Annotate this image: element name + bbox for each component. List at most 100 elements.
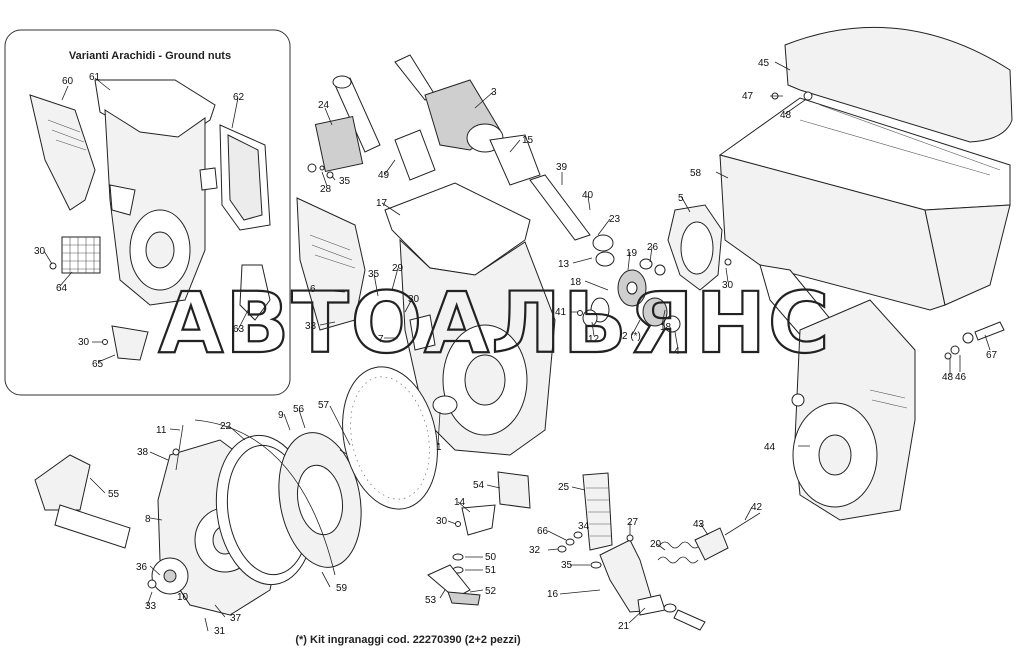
callout-45: 45 — [758, 58, 770, 69]
grid-25 — [582, 472, 613, 551]
callout-50: 50 — [485, 552, 497, 563]
callout-27: 27 — [627, 517, 639, 528]
callout-61: 61 — [89, 72, 101, 83]
callout-18: 18 — [570, 277, 582, 288]
callout-30: 30 — [78, 337, 90, 348]
knob-1 — [432, 395, 458, 415]
callout-65: 65 — [92, 359, 104, 370]
callout-37: 37 — [230, 613, 242, 624]
grid-24 — [314, 115, 364, 173]
inset-title: Varianti Arachidi - Ground nuts — [69, 50, 231, 62]
callout-67: 67 — [986, 350, 998, 361]
bracket-14 — [461, 504, 496, 536]
perforated-disc — [342, 366, 438, 510]
grid-64 — [61, 236, 101, 274]
callout-36: 36 — [136, 562, 148, 573]
callout-11: 11 — [156, 425, 167, 436]
callout-63: 63 — [233, 324, 245, 335]
plate-65 — [111, 325, 149, 361]
callout-39: 39 — [556, 162, 568, 173]
cover-5 — [667, 204, 732, 291]
callout-7: 7 — [378, 334, 384, 345]
leader-lines — [43, 61, 991, 632]
plate-55 — [34, 454, 131, 549]
callout-64: 64 — [56, 283, 68, 294]
callout-51: 51 — [485, 565, 497, 576]
scale-plate-6 — [296, 197, 366, 331]
callout-4: 4 — [674, 346, 680, 357]
arc-59 — [194, 419, 336, 576]
callout-21: 21 — [618, 621, 630, 632]
callout-12: 12 — [588, 334, 600, 345]
callout-48: 48 — [780, 110, 792, 121]
scale-plate-60 — [29, 94, 96, 211]
callout-62: 62 — [233, 92, 245, 103]
callout-48: 48 — [942, 372, 954, 383]
callout-35: 35 — [339, 176, 351, 187]
callout-44: 44 — [764, 442, 776, 453]
callout-10: 10 — [177, 592, 189, 603]
callout-30: 30 — [436, 516, 448, 527]
callout-8: 8 — [145, 514, 151, 525]
callout-30: 30 — [34, 246, 46, 257]
bracket-16 — [599, 534, 666, 616]
large-hopper — [718, 26, 1013, 376]
lever-assembly — [427, 553, 481, 606]
footnote-kit: (*) Kit ingranaggi cod. 22270390 (2+2 pe… — [295, 634, 521, 646]
callout-3: 3 — [491, 87, 497, 98]
flap-54 — [497, 471, 531, 509]
callout-56: 56 — [293, 404, 305, 415]
bolt-21 — [663, 603, 706, 631]
callout-66: 66 — [537, 526, 549, 537]
callout-20: 20 — [650, 539, 662, 550]
callout-1: 1 — [436, 442, 442, 453]
callout-25: 25 — [558, 482, 570, 493]
callout-46: 46 — [955, 372, 967, 383]
callout-23: 23 — [609, 214, 621, 225]
rod-42 — [724, 512, 761, 536]
callout-30: 30 — [408, 294, 420, 305]
callout-17: 17 — [376, 198, 388, 209]
callout-47: 47 — [742, 91, 754, 102]
spring-20 — [657, 541, 701, 564]
lid-45 — [784, 26, 1013, 143]
callout-24: 24 — [318, 100, 330, 111]
bracket-63 — [239, 264, 271, 321]
callout-32: 32 — [529, 545, 541, 556]
callout-33: 33 — [145, 601, 157, 612]
central-housing-17 — [384, 182, 556, 456]
callout-6: 6 — [310, 284, 316, 295]
callout-13: 13 — [558, 259, 570, 270]
callout-53: 53 — [425, 595, 437, 606]
callout-41: 41 — [555, 307, 567, 318]
gear-cluster — [577, 234, 681, 333]
callout-42: 42 — [751, 502, 763, 513]
callout-14: 14 — [454, 497, 466, 508]
callout-18: 18 — [660, 322, 672, 333]
callout-38: 38 — [137, 447, 149, 458]
callout-9: 9 — [278, 410, 284, 421]
screw-30 — [49, 262, 57, 270]
callout-34: 34 — [578, 521, 590, 532]
callout-19: 19 — [626, 248, 638, 259]
callout-22: 22 — [220, 421, 232, 432]
callout-40: 40 — [582, 190, 594, 201]
callout-29: 29 — [392, 263, 404, 274]
shaft-assembly — [307, 54, 591, 241]
callout-58: 58 — [690, 168, 702, 179]
callout-57: 57 — [318, 400, 330, 411]
callout-2: 2 (*) — [622, 331, 641, 342]
callout-26: 26 — [647, 242, 659, 253]
callout-15: 15 — [522, 135, 534, 146]
callout-60: 60 — [62, 76, 74, 87]
callout-33: 33 — [305, 321, 317, 332]
callout-55: 55 — [108, 489, 120, 500]
screws-32-34-66 — [557, 531, 602, 569]
callout-31: 31 — [214, 626, 226, 637]
plate-43 — [694, 527, 729, 561]
callout-35: 35 — [368, 269, 380, 280]
callout-35: 35 — [561, 560, 573, 571]
callout-54: 54 — [473, 480, 485, 491]
frame-62 — [219, 124, 271, 231]
